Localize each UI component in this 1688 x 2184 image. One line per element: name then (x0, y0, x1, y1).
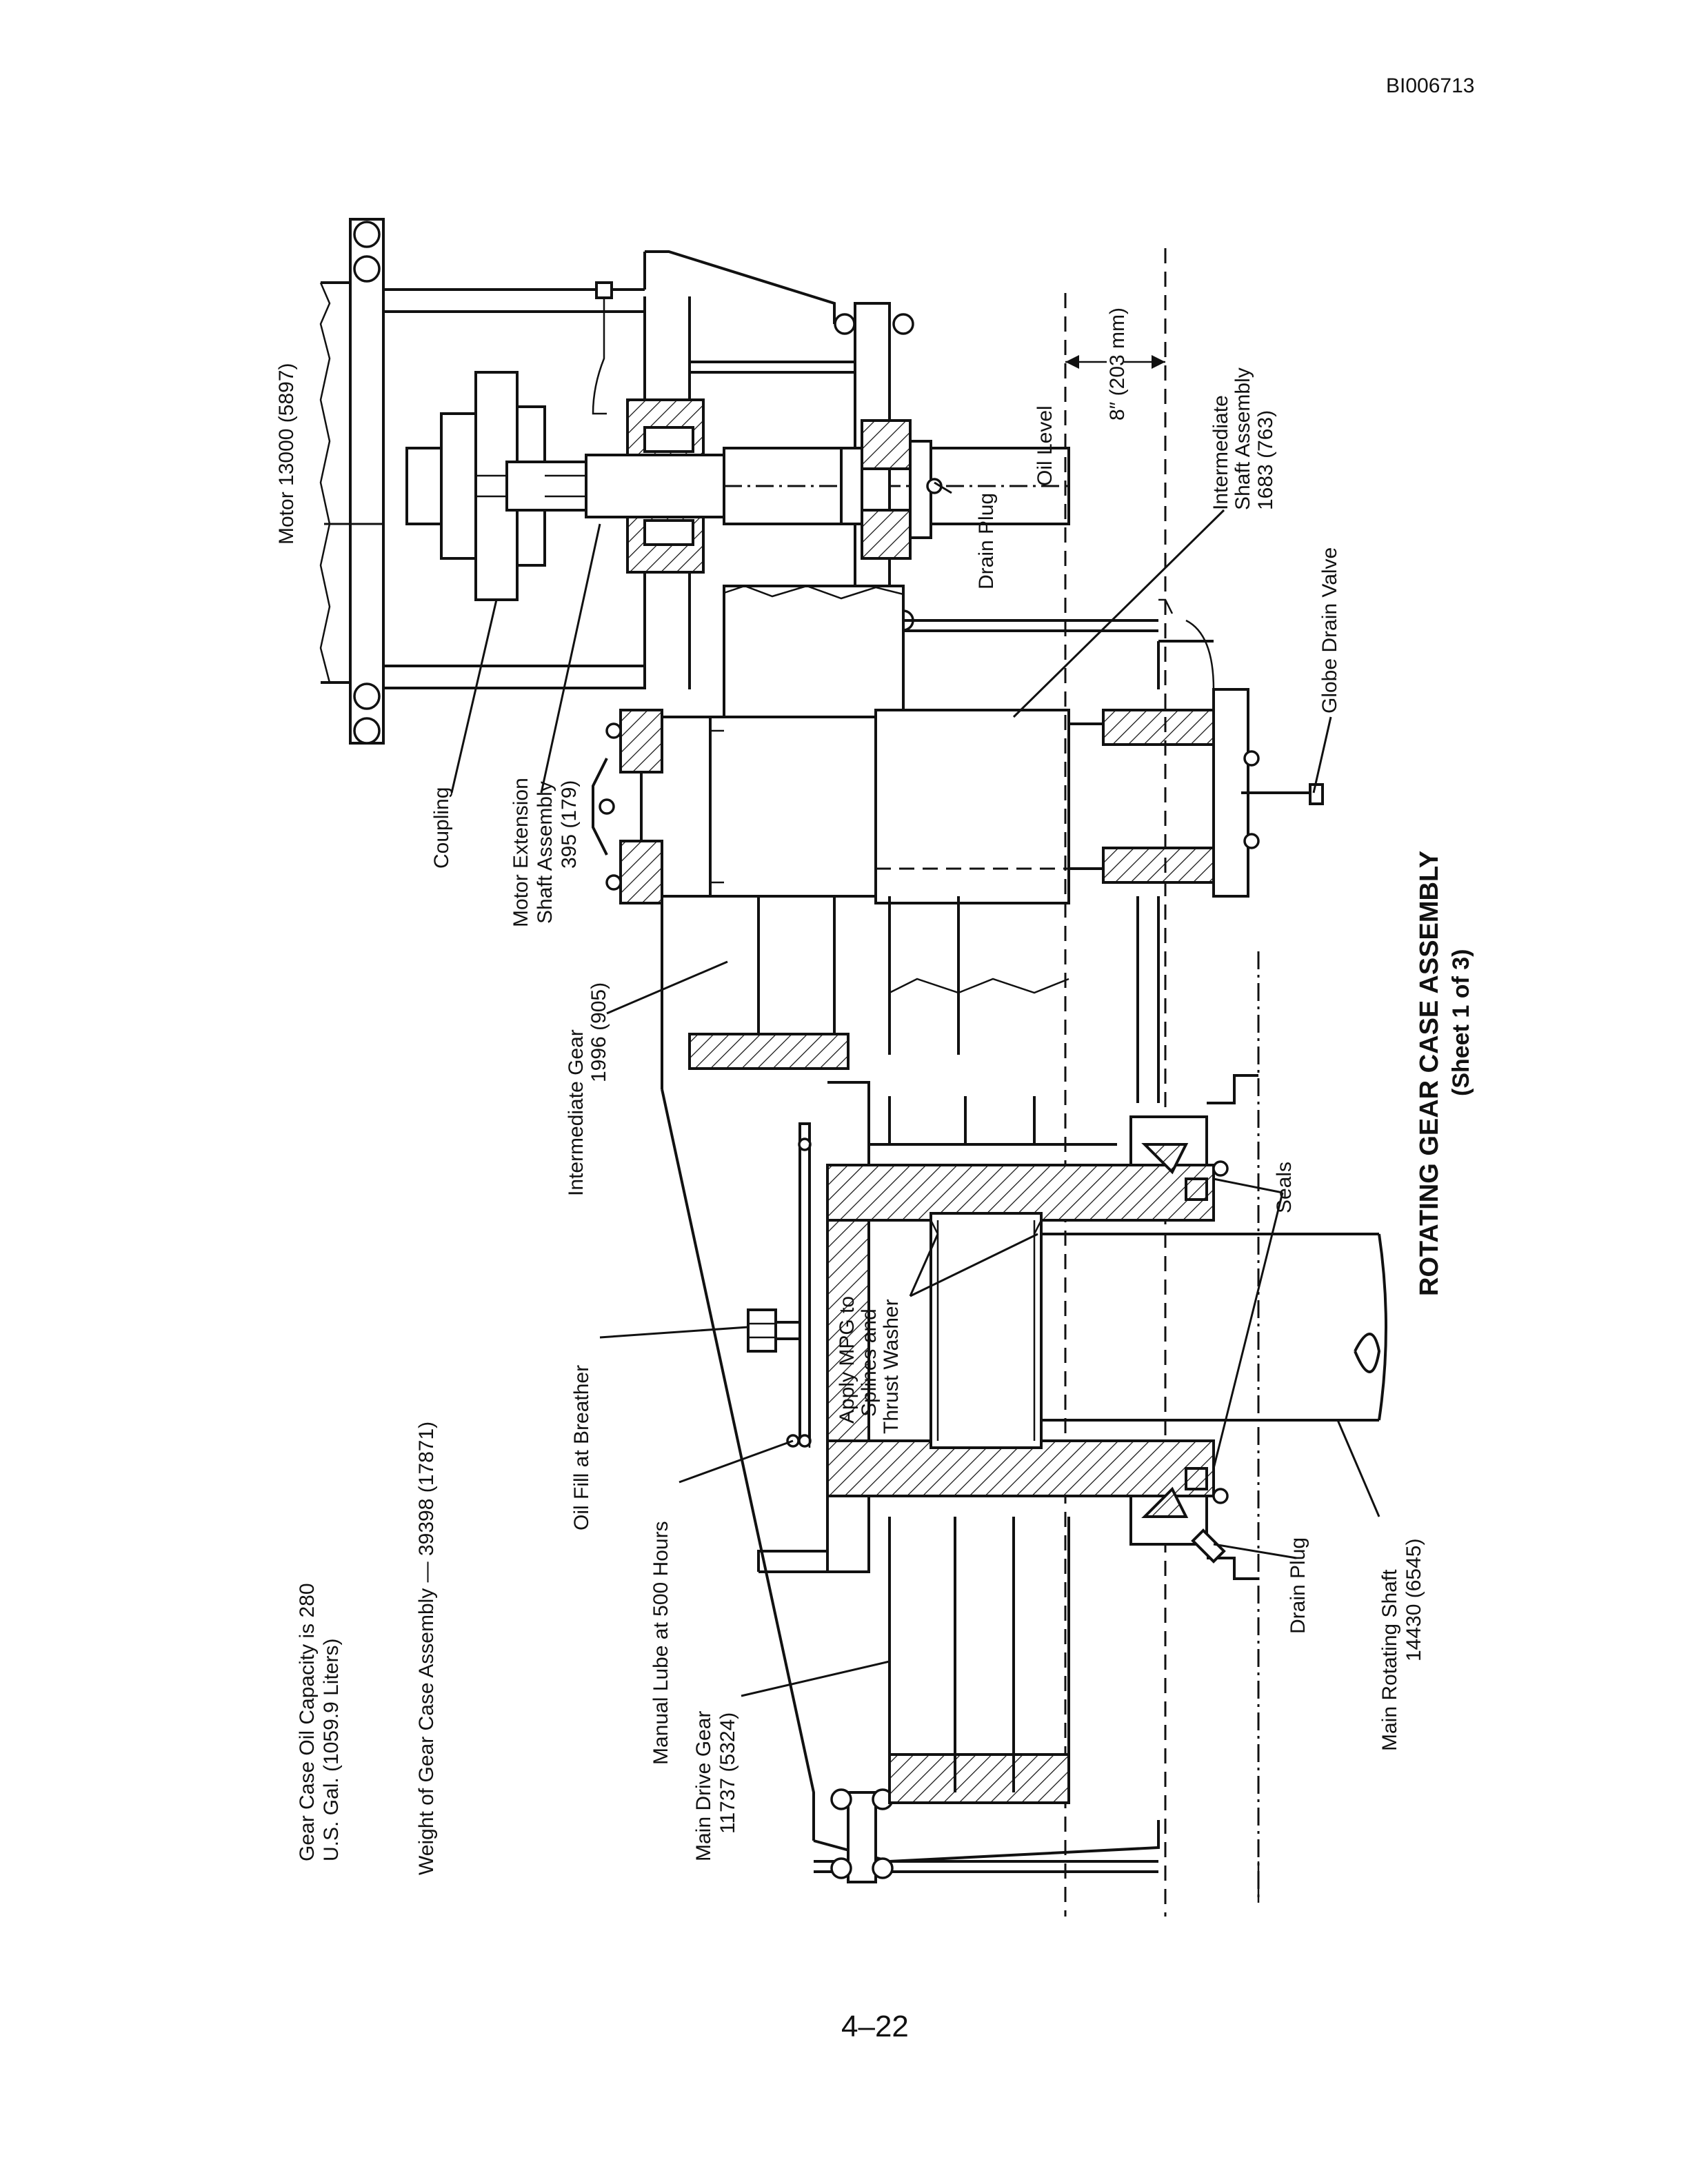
main-rotating-shaft-label-2: 14430 (6545) (1403, 1539, 1425, 1661)
coupling (405, 371, 599, 601)
main-drive-gear-label-1: Main Drive Gear (692, 1711, 715, 1861)
weight-note: Weight of Gear Case Assembly — 39398 (17… (415, 1422, 438, 1875)
main-rotating-shaft (1041, 1233, 1387, 1422)
intermediate-gear-label-1: Intermediate Gear (565, 1029, 587, 1196)
lower-bearings (1129, 1074, 1258, 1580)
coupling-label: Coupling (430, 787, 453, 869)
main-hub (826, 1164, 1215, 1497)
motor-mount (319, 218, 645, 745)
oil-fill-label: Oil Fill at Breather (570, 1365, 593, 1530)
apply-mpg-label-3: Thrust Washer (880, 1299, 903, 1434)
intermediate-shaft-label-1: Intermediate (1209, 395, 1232, 510)
document-id: BI006713 (1386, 74, 1475, 97)
drain-plug-bottom-label: Drain Plug (1287, 1537, 1309, 1634)
upper-bearing-housing (626, 296, 705, 689)
drawing-linework (319, 218, 1387, 1917)
intermediate-shaft (592, 598, 1324, 1103)
main-rotating-shaft-label-1: Main Rotating Shaft (1378, 1569, 1401, 1751)
apply-mpg-label-1: Apply MPG to (836, 1296, 858, 1424)
seals-label: Seals (1273, 1162, 1296, 1213)
figure-sheet: (Sheet 1 of 3) (1448, 949, 1474, 1096)
motor-label: Motor 13000 (5897) (275, 363, 298, 545)
drain-plug-top-label: Drain Plug (975, 493, 998, 589)
oil-capacity-line-1: Gear Case Oil Capacity is 280 (296, 1583, 319, 1861)
motor-extension-label-3: 395 (179) (558, 780, 581, 869)
annotation-labels: Motor 13000 (5897) Coupling Motor Extens… (275, 307, 1474, 1875)
apply-mpg-label-2: Splines and (858, 1308, 881, 1417)
mid-casing-flange (798, 1081, 1117, 1448)
intermediate-shaft-label-3: 1683 (763) (1254, 410, 1277, 510)
breather-fitting (747, 1308, 801, 1448)
intermediate-shaft-label-2: Shaft Assembly (1232, 367, 1254, 510)
motor-extension-label-2: Shaft Assembly (534, 781, 556, 924)
page-number: 4–22 (841, 2010, 909, 2043)
globe-drain-valve-label: Globe Drain Valve (1318, 547, 1341, 714)
manual-lube-label: Manual Lube at 500 Hours (650, 1521, 672, 1765)
motor-breather-line (592, 281, 613, 415)
upper-right-bearing (840, 419, 943, 560)
lower-casing (661, 1089, 1160, 1883)
dimension-label: 8″ (203 mm) (1106, 307, 1129, 421)
leader-lines (324, 481, 1380, 1697)
figure-title: ROTATING GEAR CASE ASSEMBLY (1415, 851, 1444, 1296)
intermediate-gear-label-2: 1996 (905) (587, 982, 610, 1082)
oil-level-label: Oil Level (1034, 405, 1056, 486)
main-drive-gear-label-2: 11737 (5324) (716, 1712, 739, 1834)
motor-extension-label-1: Motor Extension (510, 778, 532, 927)
oil-level-lines (1064, 248, 1260, 1917)
oil-capacity-line-2: U.S. Gal. (1059.9 Liters) (320, 1639, 343, 1861)
